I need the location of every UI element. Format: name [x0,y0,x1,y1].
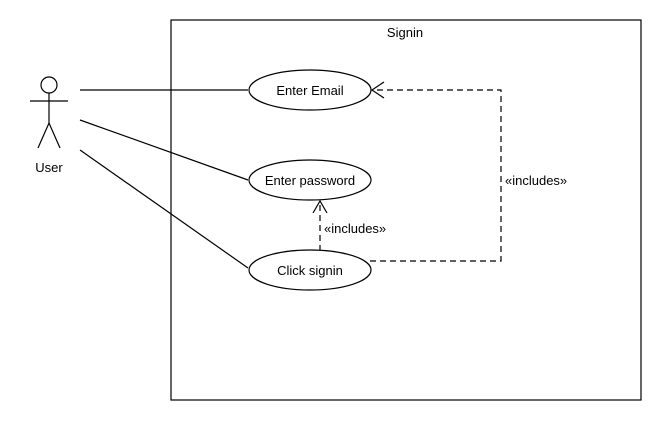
use-case-click-signin-label: Click signin [277,263,343,278]
system-title: Signin [387,25,423,40]
use-case-click-signin-shape [248,249,372,291]
actor-right-leg [48,122,61,149]
include-label-right: «includes» [505,173,567,188]
use-case-enter-password: Enter password [248,159,372,201]
use-case-enter-password-label: Enter password [265,173,355,188]
actor-user [30,76,68,149]
use-case-enter-email-label: Enter Email [276,83,343,98]
actor-label: User [35,160,63,175]
use-case-enter-email-shape [248,69,372,111]
use-case-enter-password-shape [248,159,372,201]
include-arrowhead-password [312,199,328,214]
actor-head [40,76,58,94]
association-enter-password [79,119,249,181]
include-arrowhead-email [370,81,385,99]
use-case-click-signin: Click signin [248,249,372,291]
include-label-center: «includes» [324,221,386,236]
use-case-enter-email: Enter Email [248,69,372,111]
association-click-signin [79,149,249,269]
include-label-bg-right [503,172,573,190]
actor-left-leg [37,122,50,149]
system-boundary [170,19,642,401]
include-signin-email-line [370,89,502,262]
